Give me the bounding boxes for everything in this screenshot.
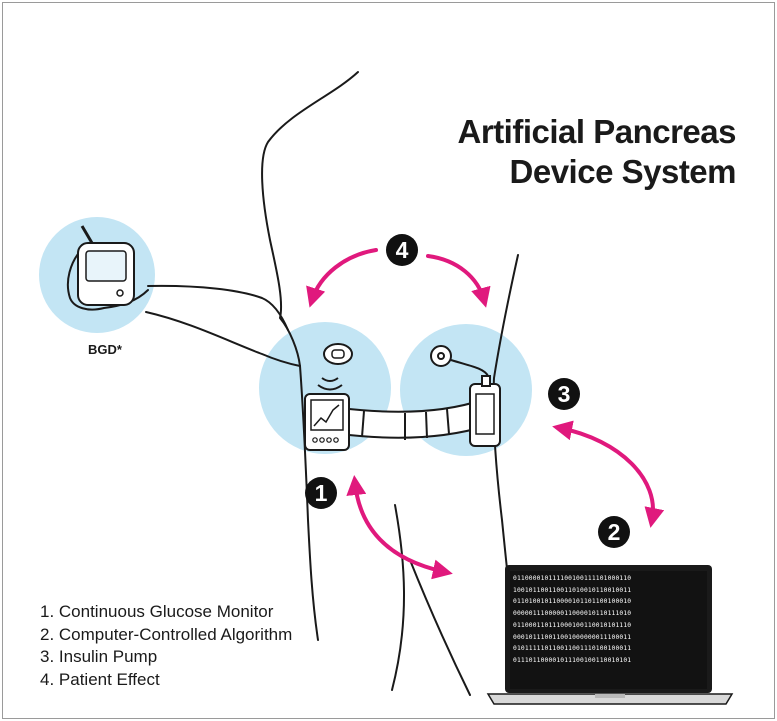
marker-4: 4 [386,234,418,266]
svg-text:1: 1 [315,480,328,506]
legend-item: 1. Continuous Glucose Monitor [40,601,292,624]
title-line-1: Artificial Pancreas [380,112,736,152]
binary-line: 100101100110011010010110010011 [513,585,703,597]
svg-text:3: 3 [558,381,571,407]
bgd-label: BGD* [88,342,122,357]
laptop-screen-binary: 011000010111100100111101000110 100101100… [513,573,703,689]
title-line-2: Device System [380,152,736,192]
arrow-2-3 [560,428,653,520]
arrow-4-left [312,250,376,300]
binary-line: 011010010110000101101100100010 [513,596,703,608]
legend: 1. Continuous Glucose Monitor 2. Compute… [40,601,292,691]
leg-inner-outline [392,505,404,690]
legend-item: 2. Computer-Controlled Algorithm [40,624,292,647]
marker-1: 1 [305,477,337,509]
binary-line: 000101110011001000000011100011 [513,632,703,644]
legend-item: 4. Patient Effect [40,669,292,692]
svg-text:4: 4 [396,237,409,263]
arrow-4-right [428,256,484,300]
binary-line: 000001110000011000010110111010 [513,608,703,620]
binary-line: 010111110110011001110100100011 [513,643,703,655]
leg-inner-outline-2 [410,560,470,695]
binary-line: 011000110111000100110010101110 [513,620,703,632]
arm-upper-outline [148,286,288,330]
svg-text:2: 2 [608,519,621,545]
binary-line: 011000010111100100111101000110 [513,573,703,585]
binary-line: 011101100001011100100110010101 [513,655,703,667]
arrow-1 [355,483,445,572]
insulin-pump-icon [470,376,500,446]
marker-2: 2 [598,516,630,548]
legend-item: 3. Insulin Pump [40,646,292,669]
cgm-receiver-icon [305,394,349,450]
marker-3: 3 [548,378,580,410]
diagram-title: Artificial Pancreas Device System [380,112,736,192]
